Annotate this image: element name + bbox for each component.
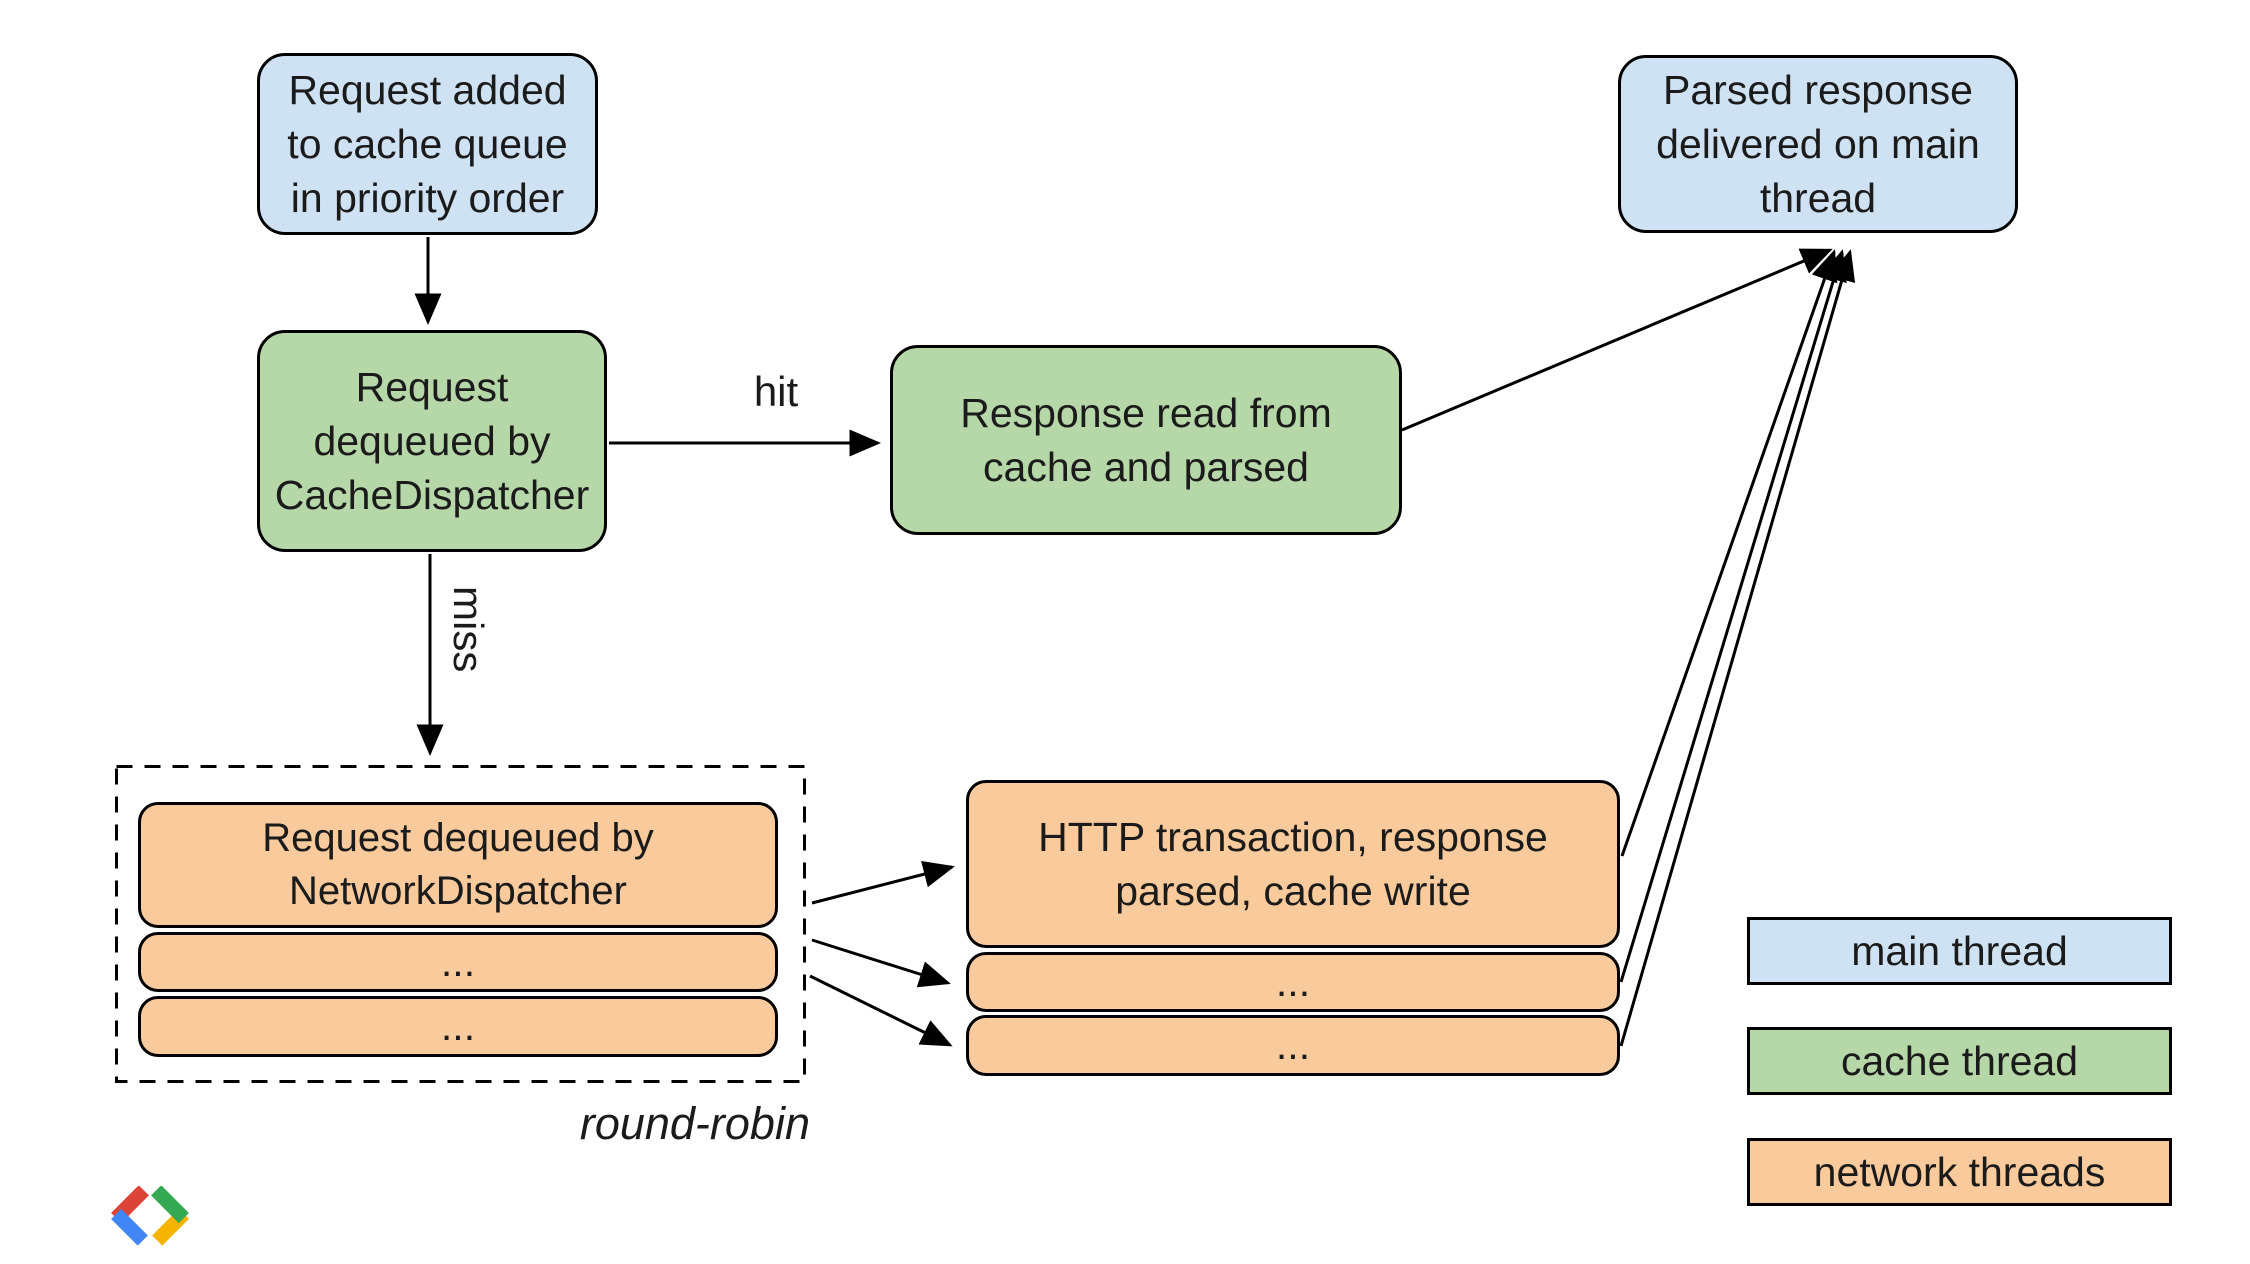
edge-label-hit: hit xyxy=(753,368,799,415)
node-request-added-label: Request added to cache queue in priority… xyxy=(287,66,568,222)
edge-dispatcher-to-network3 xyxy=(809,974,953,1047)
edge-label-miss: miss xyxy=(445,586,492,673)
node-http-transaction: HTTP transaction, response parsed, cache… xyxy=(966,780,1620,948)
node-http-transaction-more-2: ... xyxy=(966,1015,1620,1076)
node-http-transaction-more-2-label: ... xyxy=(1275,1022,1311,1069)
round-robin-annotation: round-robin xyxy=(579,1098,810,1149)
node-cache-dispatcher-label: Request dequeued by CacheDispatcher xyxy=(274,363,590,519)
left-chevron-icon xyxy=(111,1186,149,1246)
edge-dispatcher-to-network2 xyxy=(811,938,951,988)
legend-item-cache-thread-label: cache thread xyxy=(1840,1037,2079,1084)
node-parsed-response-label: Parsed response delivered on main thread xyxy=(1656,66,1980,222)
node-http-transaction-more-1: ... xyxy=(966,952,1620,1012)
node-http-transaction-label: HTTP transaction, response parsed, cache… xyxy=(1038,813,1548,914)
node-network-dispatcher-label: Request dequeued by NetworkDispatcher xyxy=(262,816,654,913)
node-parsed-response: Parsed response delivered on main thread xyxy=(1618,55,2018,233)
google-developers-logo-icon xyxy=(111,1186,189,1246)
node-cache-response: Response read from cache and parsed xyxy=(890,345,1402,535)
edge-cache-response-to-parsed xyxy=(1401,248,1833,432)
node-network-dispatcher-more-2: ... xyxy=(138,996,778,1057)
legend-item-cache-thread: cache thread xyxy=(1747,1027,2172,1095)
legend-item-main-thread: main thread xyxy=(1747,917,2172,985)
legend-item-network-threads: network threads xyxy=(1747,1138,2172,1206)
edge-network2-to-parsed xyxy=(1619,249,1847,983)
legend-item-main-thread-label: main thread xyxy=(1851,927,2068,974)
node-network-dispatcher-more-1-label: ... xyxy=(440,938,476,985)
node-cache-dispatcher: Request dequeued by CacheDispatcher xyxy=(257,330,607,552)
edge-network3-to-parsed xyxy=(1619,249,1856,1047)
edge-network1-to-parsed xyxy=(1620,249,1838,857)
edge-dispatcher-to-network1 xyxy=(811,861,955,905)
node-request-added: Request added to cache queue in priority… xyxy=(257,53,598,235)
node-http-transaction-more-1-label: ... xyxy=(1275,958,1311,1005)
round-robin-group-frame xyxy=(115,765,806,1083)
node-cache-response-label: Response read from cache and parsed xyxy=(960,389,1332,490)
right-chevron-icon xyxy=(151,1186,189,1246)
legend-item-network-threads-label: network threads xyxy=(1813,1148,2106,1195)
node-network-dispatcher: Request dequeued by NetworkDispatcher xyxy=(138,802,778,928)
node-network-dispatcher-more-1: ... xyxy=(138,932,778,992)
node-network-dispatcher-more-2-label: ... xyxy=(440,1003,476,1050)
